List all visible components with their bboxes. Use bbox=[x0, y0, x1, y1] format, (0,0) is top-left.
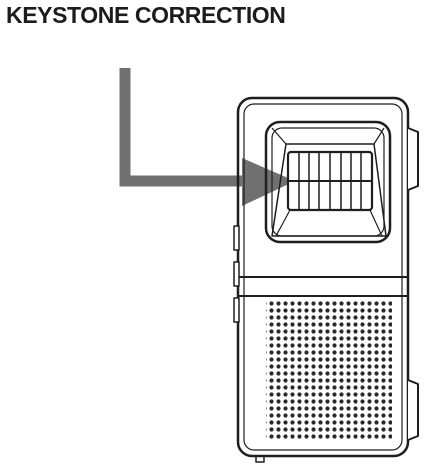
callout-arrow-icon bbox=[119, 68, 295, 206]
callout-label: KEYSTONE CORRECTION bbox=[6, 2, 286, 28]
projector-device-icon bbox=[233, 96, 419, 463]
